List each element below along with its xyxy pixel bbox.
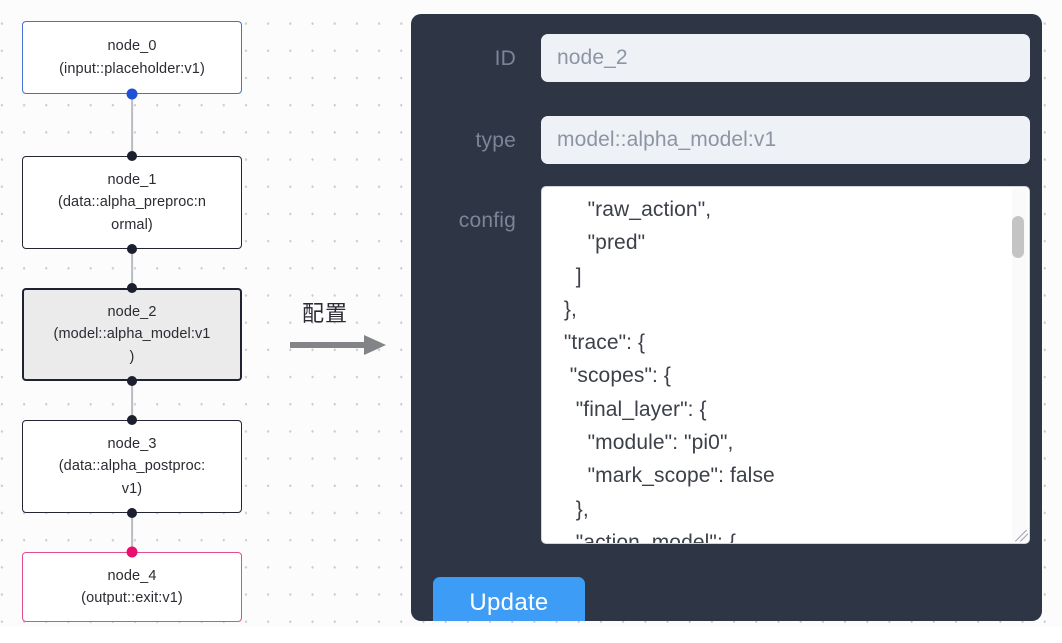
node-handle-node_4-target[interactable] [126,546,138,558]
node-id-label: node_1 [107,172,157,189]
right-arrow-icon [290,335,386,355]
node-id-label: node_4 [107,567,157,584]
bottom-strip [0,627,1062,643]
update-button[interactable]: Update [433,577,585,621]
config-textarea[interactable]: "raw_action", "pred" ] }, "trace": { "sc… [541,186,1030,544]
config-scrollbar-track[interactable] [1012,188,1028,542]
field-row-id: ID [411,34,1042,82]
node-handle-node_1-target[interactable] [127,151,137,161]
graph-node-node_2[interactable]: node_2 (model::alpha_model:v1 ) [22,288,242,381]
node-id-label: node_3 [107,436,157,453]
resize-grip-icon[interactable] [1014,528,1028,542]
node-handle-node_3-source[interactable] [127,508,137,518]
graph-node-node_1[interactable]: node_1 (data::alpha_preproc:n ormal) [22,156,242,249]
graph-node-node_0[interactable]: node_0 (input::placeholder:v1) [22,21,242,94]
type-field-label: type [475,129,516,152]
node-type-label-line1: (data::alpha_postproc: [58,458,206,475]
node-id-label: node_0 [107,38,157,55]
node-handle-node_3-target[interactable] [127,415,137,425]
annotation-configure: 配置 [290,296,410,366]
edge-node3-node4 [131,513,133,552]
type-input[interactable] [541,116,1030,164]
config-field-label: config [458,209,516,232]
graph-node-node_3[interactable]: node_3 (data::alpha_postproc: v1) [22,420,242,513]
node-handle-node_0-source[interactable] [126,88,138,100]
node-id-label: node_2 [107,304,157,321]
field-row-type: type [411,116,1042,164]
node-type-label-line2: ormal) [111,216,153,233]
annotation-label: 配置 [302,302,349,327]
edge-node0-node1 [131,94,133,156]
graph-node-node_4[interactable]: node_4 (output::exit:v1) [22,552,242,622]
node-type-label-line1: (model::alpha_model:v1 [53,326,211,343]
config-scrollbar-thumb[interactable] [1012,216,1024,258]
node-type-label-line2: v1) [121,480,143,497]
field-row-config: config "raw_action", "pred" ] }, "trace"… [411,186,1042,546]
edge-node1-node2 [131,249,133,288]
node-config-panel: ID type config "raw_action", "pred" ] },… [411,14,1042,621]
node-type-label-line1: (data::alpha_preproc:n [57,194,207,211]
node-handle-node_2-target[interactable] [127,283,137,293]
edge-node2-node3 [131,381,133,420]
node-type-label: (input::placeholder:v1) [59,60,205,77]
node-type-label-line2: ) [129,348,135,365]
node-handle-node_1-source[interactable] [127,244,137,254]
config-textarea-wrapper: "raw_action", "pred" ] }, "trace": { "sc… [541,186,1030,544]
node-handle-node_2-source[interactable] [127,376,137,386]
id-input[interactable] [541,34,1030,82]
node-type-label: (output::exit:v1) [81,590,183,606]
id-field-label: ID [494,47,516,70]
